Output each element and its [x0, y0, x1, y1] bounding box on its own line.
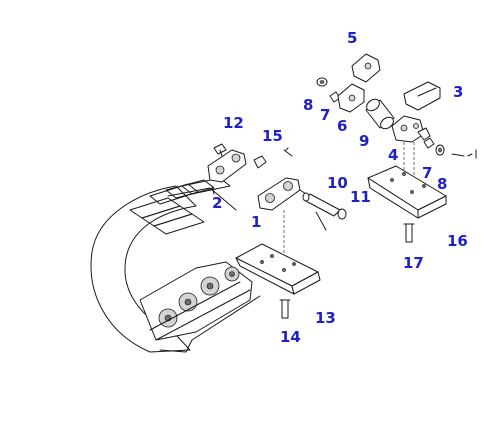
track-assembly: [90, 177, 261, 353]
part-12-bolt: [213, 143, 227, 157]
part-8-nut-right: [435, 144, 477, 159]
callout-4: 4: [388, 146, 398, 164]
part-8-nut-top: [316, 77, 328, 87]
callout-11: 11: [350, 188, 371, 206]
callout-7-right: 7: [422, 164, 432, 182]
callout-12: 12: [223, 114, 244, 132]
callout-9: 9: [359, 132, 369, 150]
callout-8-right: 8: [437, 175, 447, 193]
callout-5: 5: [347, 29, 357, 47]
part-4-bracket: [391, 115, 431, 143]
part-3-clip: [403, 81, 441, 111]
part-2-link: [207, 149, 247, 195]
part-9-roller: [365, 98, 395, 130]
callout-8-top: 8: [303, 96, 313, 114]
part-17-bolt: [403, 223, 415, 243]
callout-3: 3: [453, 83, 463, 101]
callout-labels: 1 2 3 4 5 6 7 7 8 8 9 10 11 12 13 14 15 …: [212, 29, 468, 346]
part-11-bushing: [337, 208, 347, 220]
part-15-nut: [253, 147, 293, 169]
part-10-pin: [302, 192, 341, 231]
callout-10: 10: [327, 174, 348, 192]
callout-16: 16: [447, 232, 468, 250]
part-7-washer-right: [423, 137, 435, 149]
callout-2: 2: [212, 194, 222, 212]
part-13-shoe: [235, 243, 321, 295]
callout-6: 6: [337, 117, 347, 135]
callout-13: 13: [315, 309, 336, 327]
callout-14: 14: [280, 328, 301, 346]
part-1-link: [257, 177, 307, 211]
part-14-bolt: [279, 299, 291, 319]
callout-1: 1: [251, 213, 261, 231]
part-6-bracket: [337, 83, 365, 113]
part-5-block: [351, 53, 381, 83]
callout-17: 17: [403, 254, 424, 272]
callout-7-top: 7: [320, 106, 330, 124]
callout-15: 15: [262, 127, 283, 145]
part-16-shoe: [367, 165, 447, 219]
